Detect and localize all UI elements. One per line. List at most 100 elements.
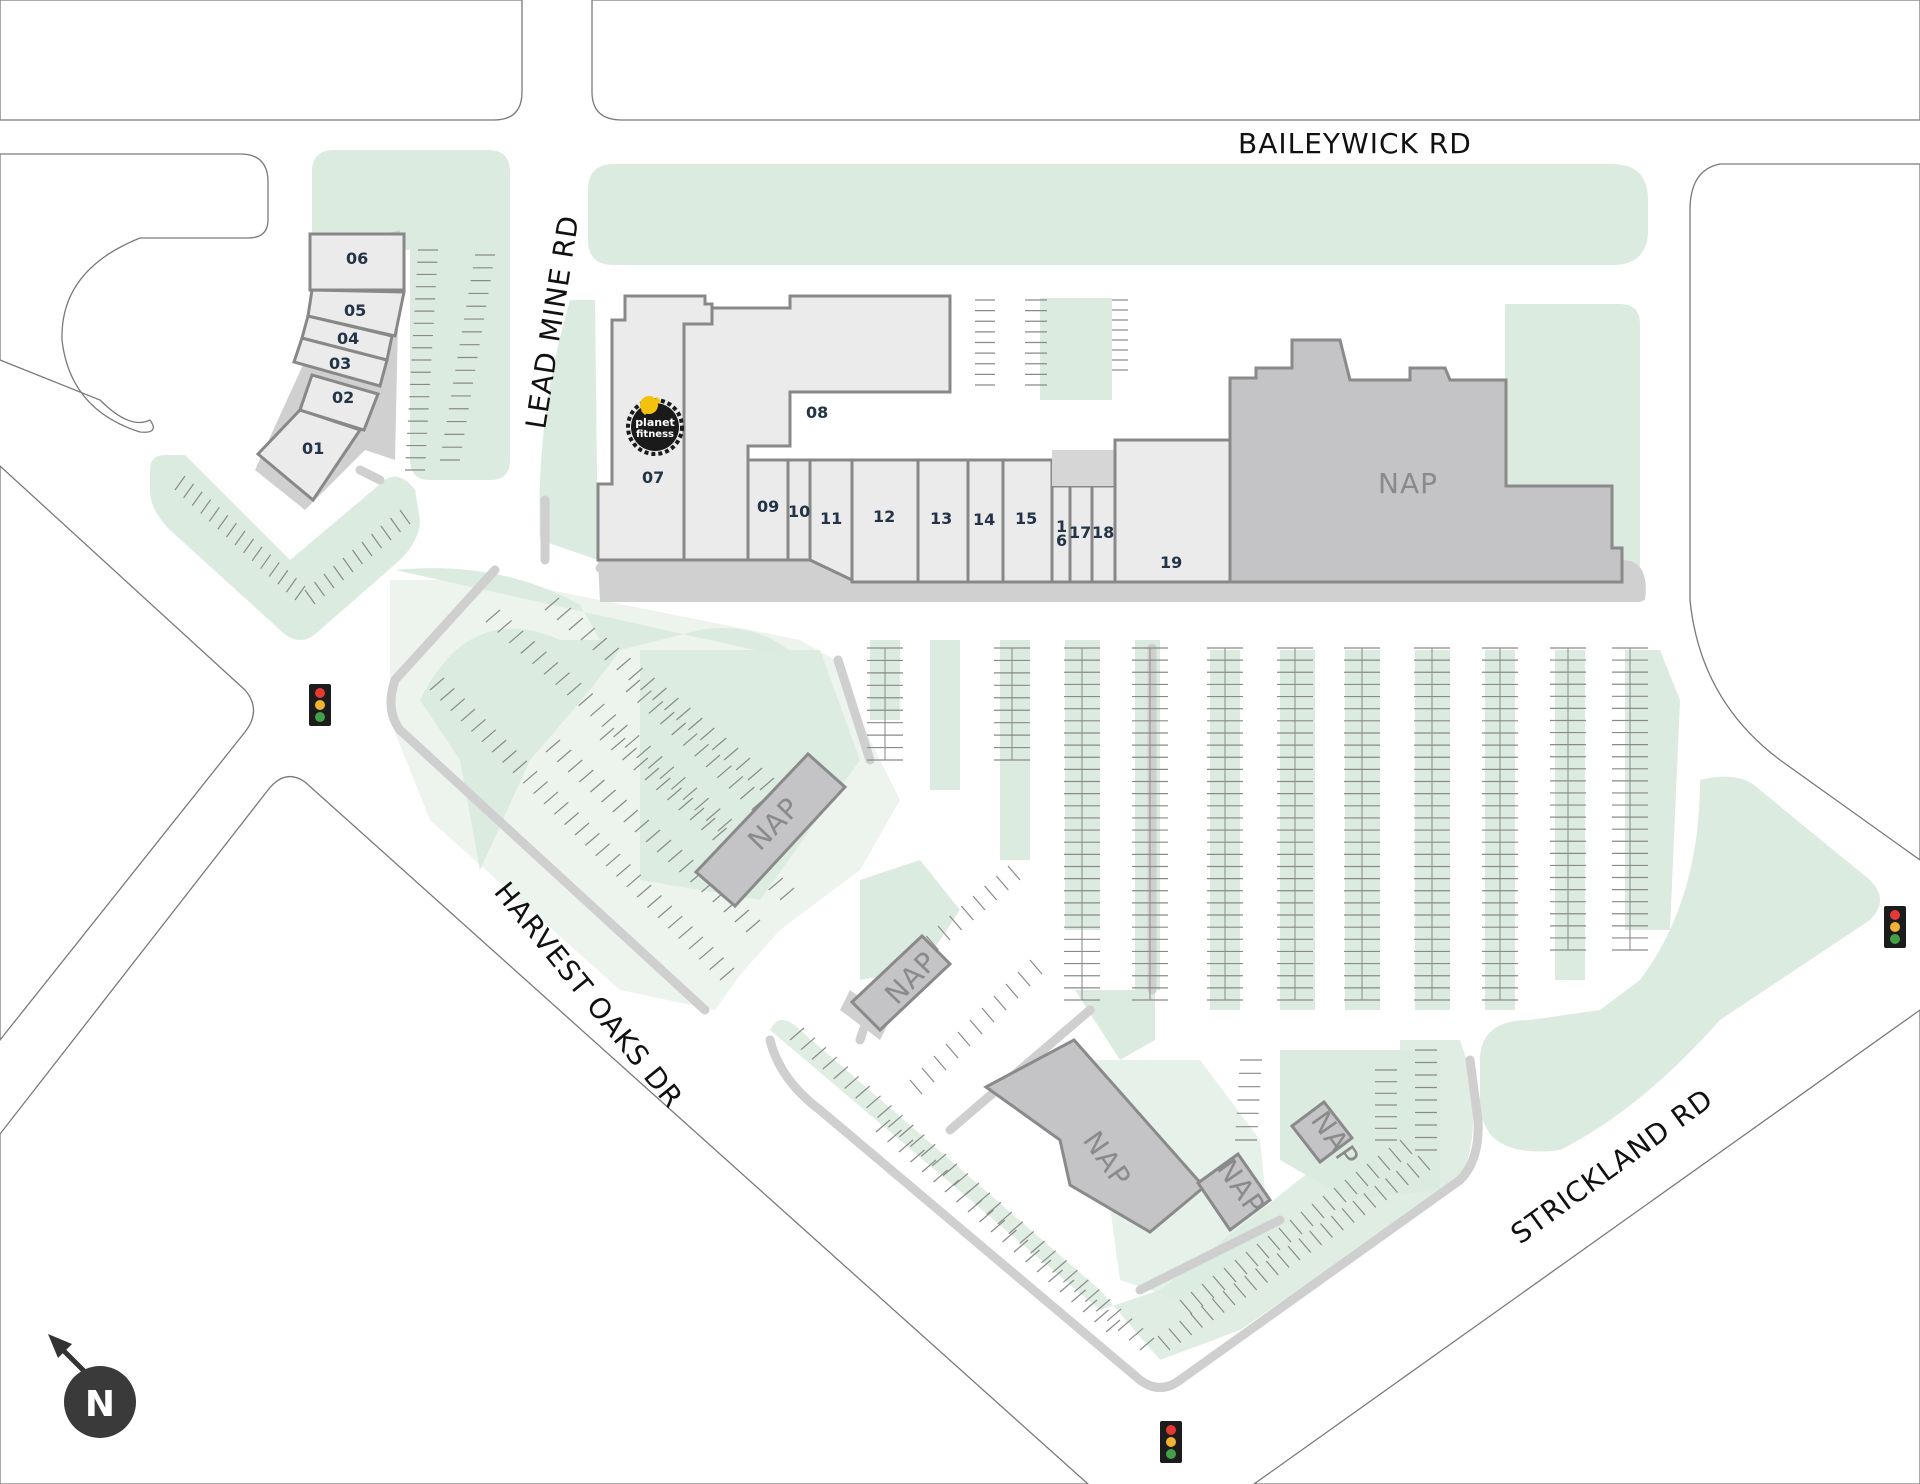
parking-stall xyxy=(1298,1238,1312,1253)
unit-13-label: 13 xyxy=(930,509,952,528)
parking-stall xyxy=(450,698,466,712)
parking-stall xyxy=(1399,1139,1413,1155)
parking-stall xyxy=(986,1201,1002,1215)
parking-stall xyxy=(717,818,733,832)
parking-stall xyxy=(1395,1170,1409,1186)
parking-stall xyxy=(931,1153,947,1167)
parking-stall xyxy=(1276,1253,1290,1268)
parking-stall xyxy=(533,781,548,795)
parking-stall xyxy=(1255,1268,1268,1283)
parking-stall xyxy=(268,562,280,577)
unit-02-shape xyxy=(298,373,380,432)
unit-06-label: 06 xyxy=(346,249,368,268)
unit-10-label: 10 xyxy=(788,502,810,521)
parking-stall xyxy=(723,747,739,761)
parking-stall xyxy=(1211,1298,1225,1313)
parking-stall xyxy=(656,839,672,853)
parking-stall xyxy=(522,770,538,784)
parking-stall xyxy=(1311,1203,1325,1219)
parking-stall xyxy=(251,546,263,562)
parking-stall xyxy=(584,832,600,846)
parking-stall xyxy=(491,739,507,753)
parking-stall xyxy=(610,737,626,751)
parking-stall xyxy=(664,697,679,711)
parking-stall xyxy=(688,936,704,950)
parking-stall xyxy=(589,703,605,717)
parking-stall xyxy=(1128,1327,1144,1341)
parking-stall xyxy=(592,637,608,651)
parking-stall xyxy=(969,1019,983,1035)
parking-stall xyxy=(225,522,237,538)
parking-stall xyxy=(294,585,306,601)
logo-text-line1: planet xyxy=(635,416,675,429)
road-baileywick: BAILEYWICK RD xyxy=(1238,127,1472,160)
parking-stall xyxy=(1048,1269,1063,1283)
parking-stall xyxy=(628,667,644,681)
nap-pad-a-shape xyxy=(693,751,848,909)
parking-stall xyxy=(833,1066,849,1080)
parking-stall xyxy=(243,538,255,554)
parking-stall xyxy=(667,849,683,863)
parking-stall xyxy=(898,1139,914,1153)
parking-stall xyxy=(613,724,628,738)
parking-stall xyxy=(1341,1208,1355,1223)
parking-stall xyxy=(997,1211,1013,1225)
parking-stall xyxy=(1084,1289,1100,1303)
parking-stall xyxy=(380,525,392,541)
parking-stall xyxy=(485,609,501,623)
parking-stall xyxy=(1073,1279,1089,1293)
parking-stall xyxy=(1366,1163,1380,1179)
parking-stall xyxy=(636,884,652,898)
parking-stall xyxy=(709,957,725,971)
unit-17-label: 17 xyxy=(1069,523,1091,542)
parking-stall xyxy=(1406,1163,1420,1178)
parking-stall xyxy=(1036,1259,1052,1273)
parking-stall xyxy=(694,743,709,757)
parking-stall xyxy=(1320,1223,1333,1238)
parking-stall xyxy=(689,807,705,821)
parking-stall xyxy=(789,1027,805,1041)
parking-stall xyxy=(1041,1250,1056,1264)
parking-stall xyxy=(967,1199,983,1213)
parking-stall xyxy=(1005,983,1019,999)
parking-stall xyxy=(568,617,584,631)
parking-stall xyxy=(1190,1291,1204,1307)
parking-stall xyxy=(217,514,229,530)
parking-stall xyxy=(1117,1318,1133,1332)
parking-stall xyxy=(590,779,605,793)
parking-stall xyxy=(1008,1221,1024,1235)
parking-stall xyxy=(623,809,639,823)
parking-stall xyxy=(933,1169,948,1183)
unit-16-label-bottom: 6 xyxy=(1056,531,1067,550)
parking-stall xyxy=(925,935,939,951)
parking-stall xyxy=(921,1067,935,1083)
parking-stall xyxy=(183,483,195,499)
traffic-light-icon xyxy=(309,684,331,726)
unit-07-label: 07 xyxy=(642,468,664,487)
parking-stall xyxy=(1245,1251,1259,1267)
parking-stall xyxy=(624,734,640,748)
parking-stall xyxy=(543,791,559,805)
parking-stall xyxy=(1233,1283,1247,1298)
parking-stall xyxy=(759,777,775,791)
parking-stall xyxy=(678,797,694,811)
parking-stall xyxy=(667,915,683,929)
parking-stall xyxy=(671,722,687,736)
unit-12-label: 12 xyxy=(873,507,895,526)
parking-stall xyxy=(626,874,642,888)
parking-stall xyxy=(953,1172,969,1186)
parking-stall xyxy=(671,776,686,790)
parking-stall xyxy=(909,1134,925,1148)
unit-15-label: 15 xyxy=(1015,509,1037,528)
parking-stall xyxy=(566,682,582,696)
nap-pad-d-shape xyxy=(1195,1151,1273,1233)
parking-stall xyxy=(637,690,652,704)
parking-stall xyxy=(556,607,572,621)
parking-stall xyxy=(399,509,411,525)
parking-stall xyxy=(647,755,663,769)
parking-stall xyxy=(622,747,637,761)
parking-stall xyxy=(599,727,615,741)
parking-stall xyxy=(993,995,1007,1011)
parking-stall xyxy=(909,1079,923,1095)
parking-stall xyxy=(984,885,998,901)
